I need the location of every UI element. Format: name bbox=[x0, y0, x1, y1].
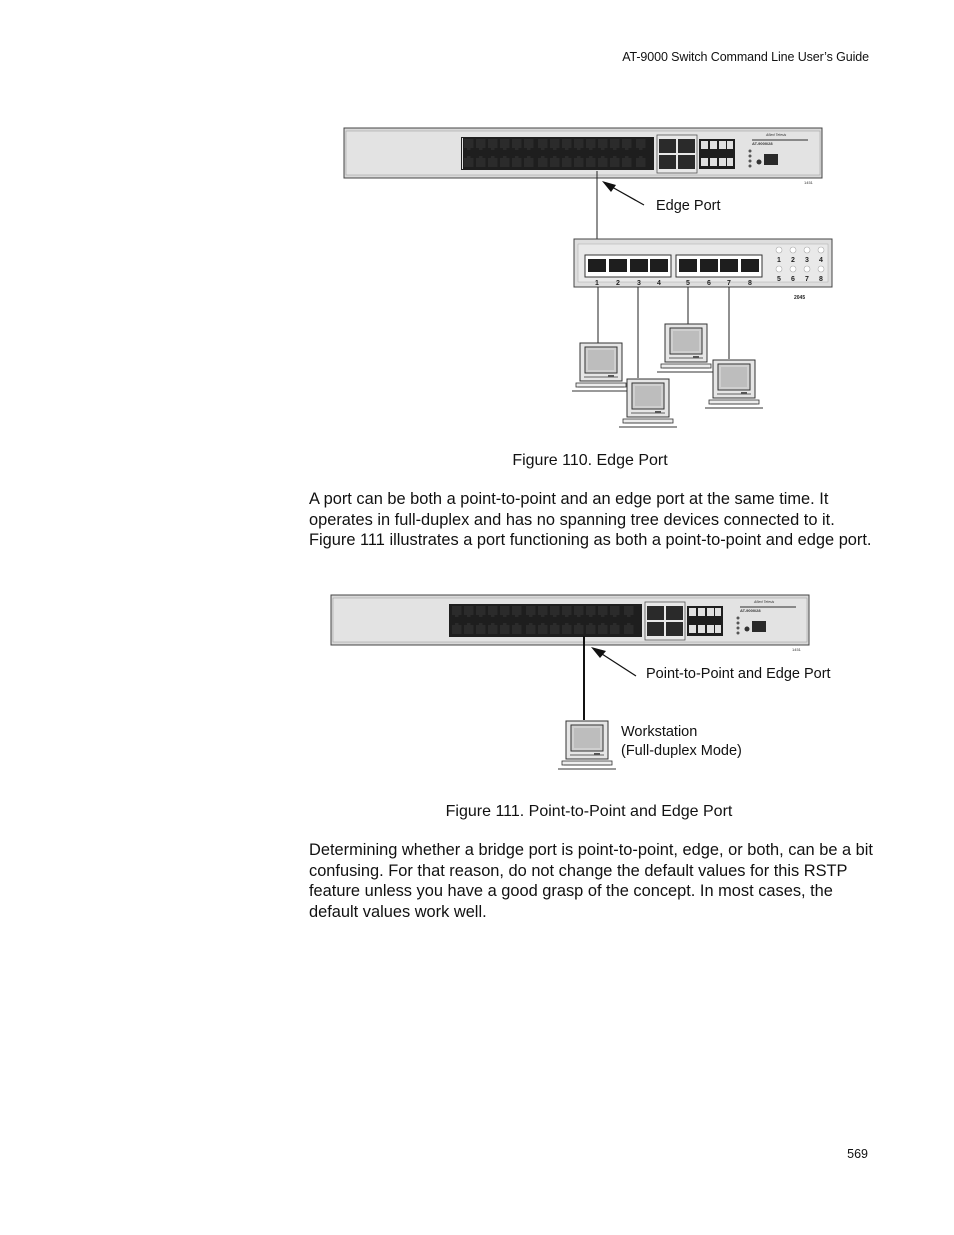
paragraph-2: Determining whether a bridge port is poi… bbox=[309, 841, 873, 921]
hub-port-label: 3 bbox=[637, 280, 641, 287]
fig111-callout-label: Point-to-Point and Edge Port bbox=[646, 666, 831, 682]
hub-port-label: 8 bbox=[748, 280, 752, 287]
fig110-workstation bbox=[571, 342, 631, 392]
fig111-workstation-line2: (Full-duplex Mode) bbox=[621, 743, 742, 759]
fig111-workstation bbox=[557, 720, 617, 770]
hub-led-label: 2 bbox=[791, 257, 795, 264]
fig111-caption: Figure 111. Point-to-Point and Edge Port bbox=[445, 803, 733, 820]
fig111-switch-model: AT-9000/28 bbox=[740, 608, 761, 613]
fig110-callout-label: Edge Port bbox=[656, 198, 721, 214]
hub-port-label: 1 bbox=[595, 280, 599, 287]
fig110-workstation bbox=[704, 359, 764, 409]
fig111-workstation-line1: Workstation bbox=[621, 724, 698, 740]
hub-port-label: 5 bbox=[686, 280, 690, 287]
running-header: AT-9000 Switch Command Line User’s Guide bbox=[622, 50, 869, 64]
fig110-hub: 1 2 3 4 5 6 7 8 1 2 3 4 5 6 7 8 2045 bbox=[573, 238, 833, 301]
fig111-switch-brand: Allied Telesis bbox=[753, 600, 775, 604]
hub-led-label: 7 bbox=[805, 276, 809, 283]
fig110-switch-brand: Allied Telesis bbox=[765, 133, 787, 137]
hub-led-label: 3 bbox=[805, 257, 809, 264]
hub-port-label: 2 bbox=[616, 280, 620, 287]
fig110-callout-arrowhead bbox=[602, 181, 616, 192]
hub-led-label: 1 bbox=[777, 257, 781, 264]
paragraph-1: A port can be both a point-to-point and … bbox=[309, 490, 872, 549]
hub-led-label: 8 bbox=[819, 276, 823, 283]
fig111-switch-tag: 1451 bbox=[792, 647, 802, 652]
fig111-callout-line bbox=[601, 653, 637, 677]
hub-led-label: 4 bbox=[819, 257, 823, 264]
fig111-workstation-label: Workstation (Full-duplex Mode) bbox=[621, 723, 742, 761]
fig110-switch-tag: 1451 bbox=[804, 180, 814, 185]
hub-port-label: 7 bbox=[727, 280, 731, 287]
fig110-workstation bbox=[656, 323, 716, 373]
fig110-switch: AT-9000/28 Allied Telesis 1451 bbox=[343, 127, 823, 185]
fig110-callout-line bbox=[611, 186, 645, 206]
hub-led-label: 6 bbox=[791, 276, 795, 283]
hub-port-label: 4 bbox=[657, 280, 661, 287]
fig110-caption: Figure 110. Edge Port bbox=[512, 452, 668, 469]
page-number: 569 bbox=[847, 1147, 868, 1161]
fig111-switch: AT-9000/28 Allied Telesis 1451 bbox=[330, 594, 810, 652]
fig110-hub-tag: 2045 bbox=[794, 295, 805, 301]
fig110-workstation bbox=[618, 378, 678, 428]
hub-led-label: 5 bbox=[777, 276, 781, 283]
hub-port-label: 6 bbox=[707, 280, 711, 287]
fig110-workstation-cables bbox=[597, 287, 730, 378]
fig110-switch-model: AT-9000/28 bbox=[752, 141, 773, 146]
fig111-callout-arrowhead bbox=[591, 647, 606, 658]
